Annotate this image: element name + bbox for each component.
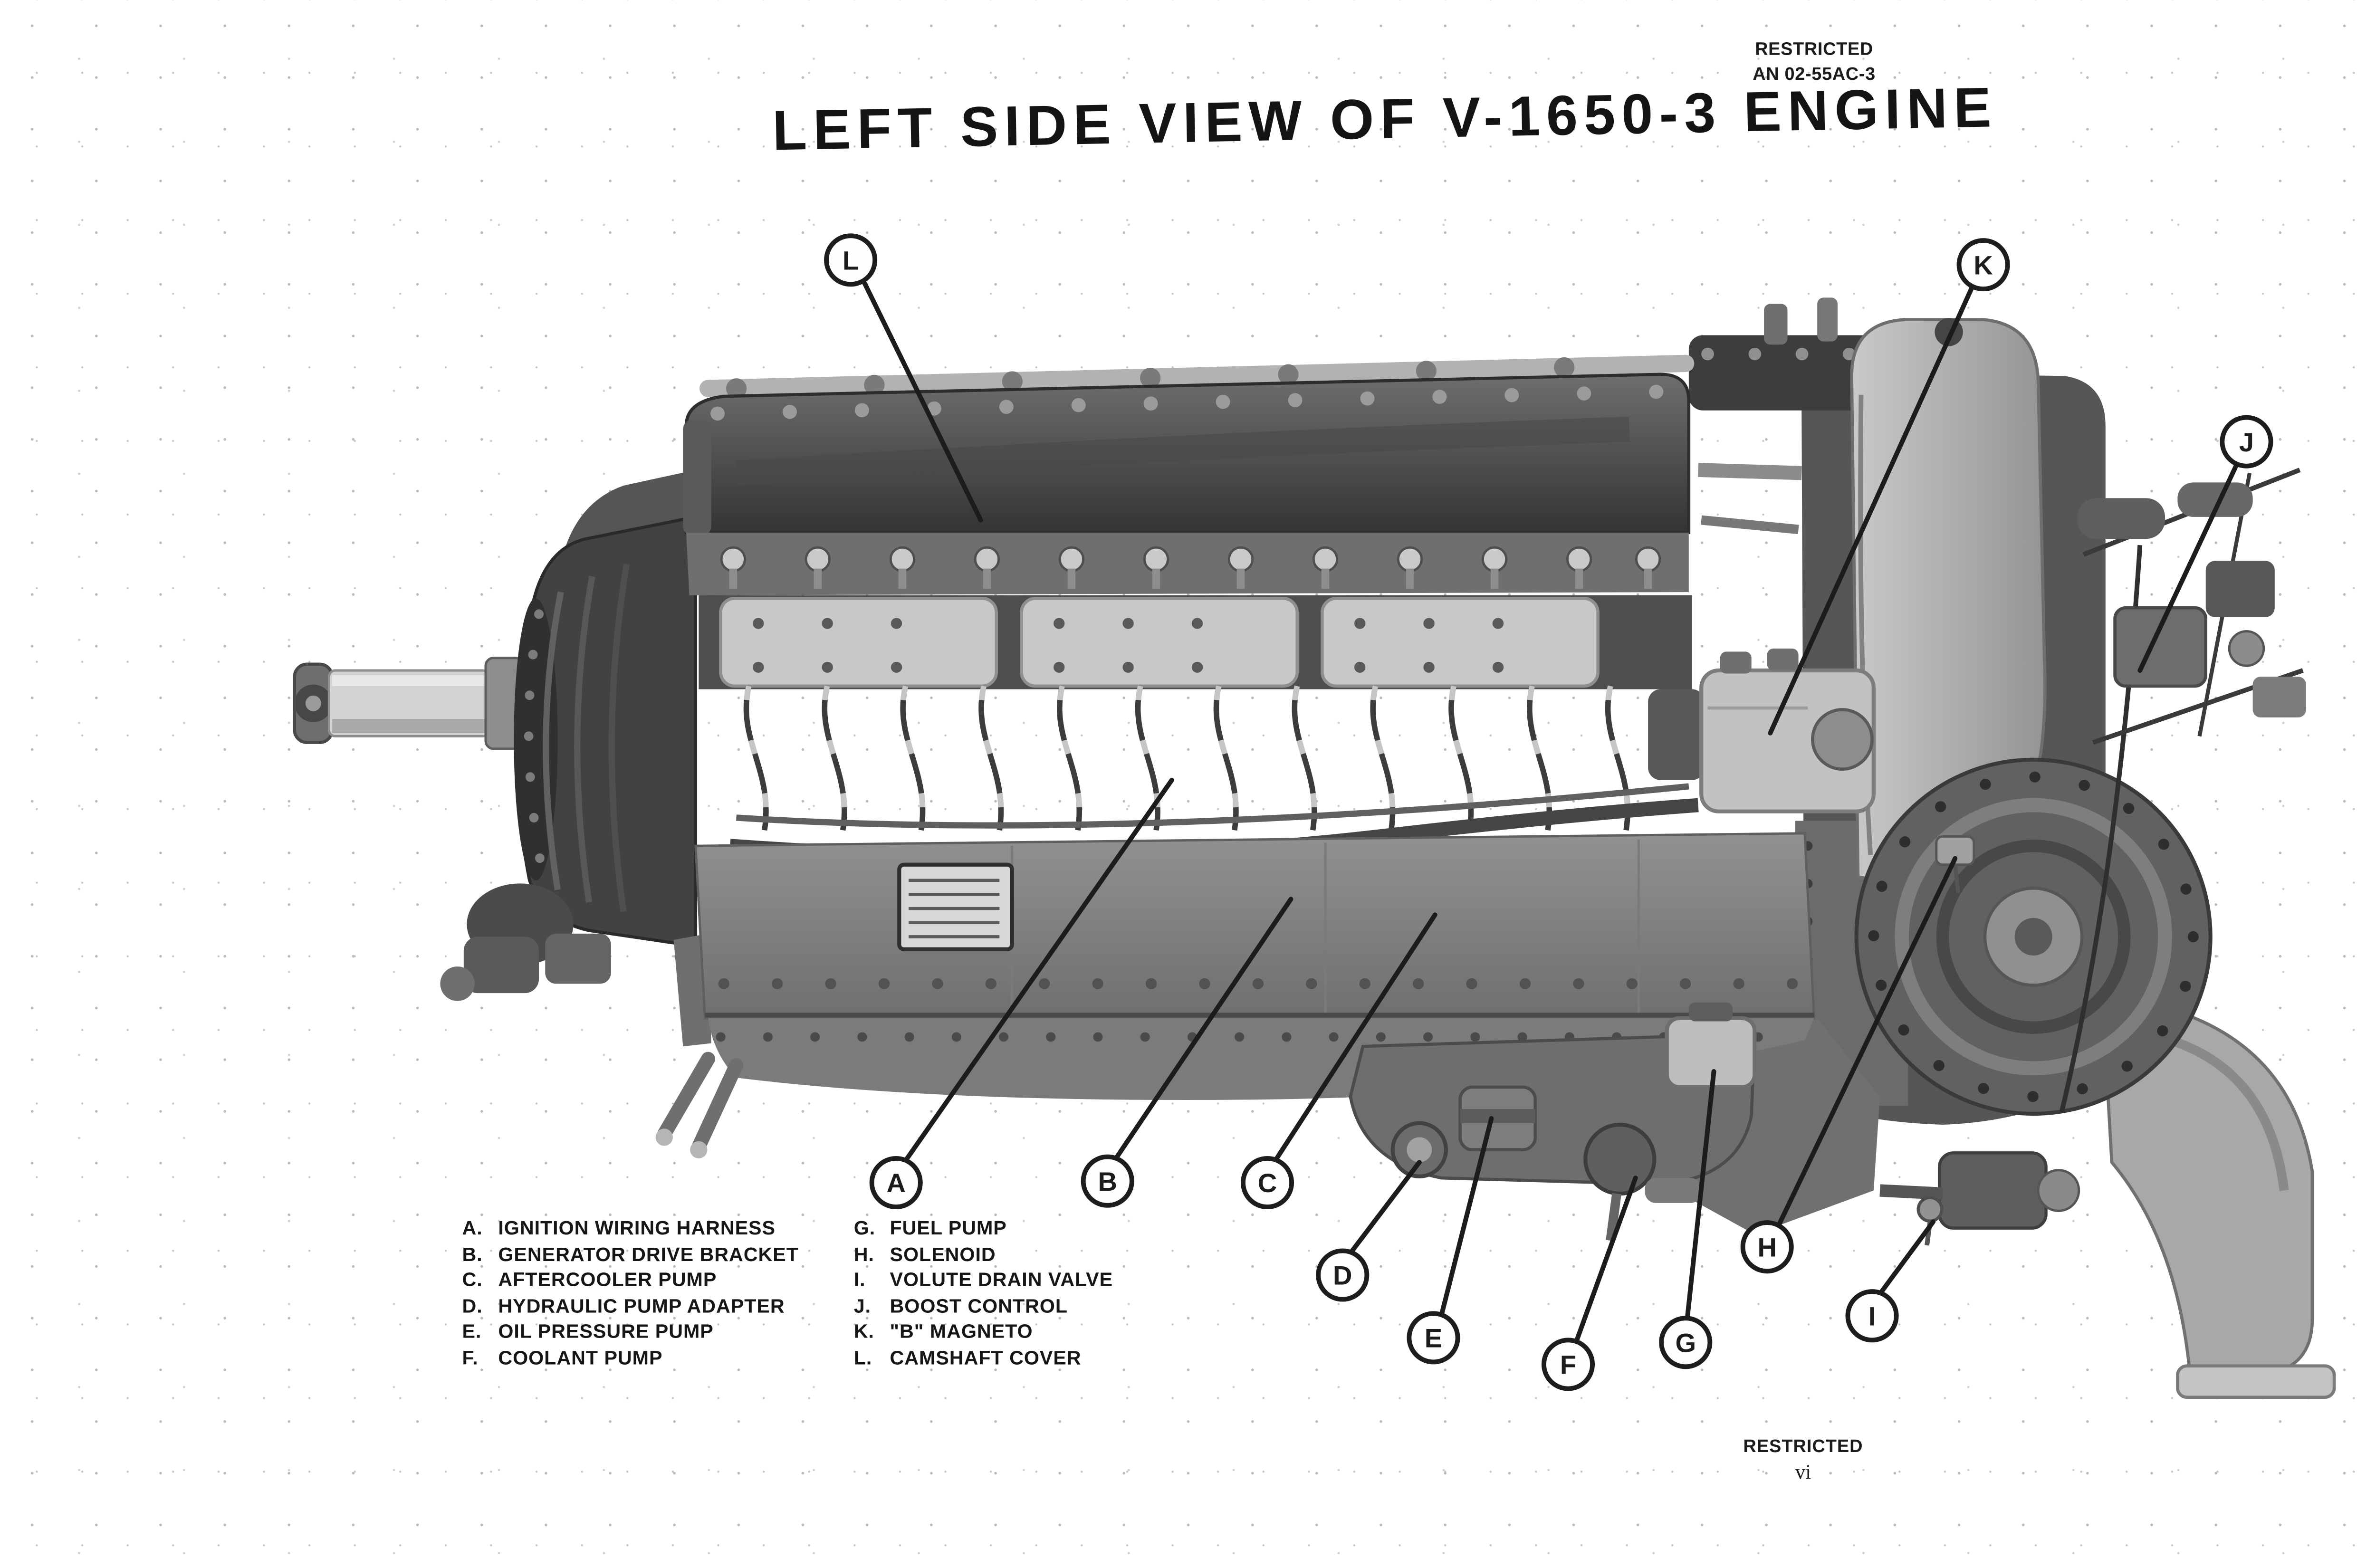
propeller-shaft — [293, 657, 525, 750]
hydraulic-pump-adapter-shape — [1390, 1121, 1448, 1178]
data-plate — [897, 862, 1014, 951]
leader-j — [2137, 461, 2240, 673]
leader-c — [1273, 912, 1437, 1163]
breather-pipe — [1817, 297, 1838, 342]
callouts: A B C D E — [824, 233, 2273, 1391]
callout-letter: G — [1675, 1328, 1696, 1358]
b-magneto-shape — [1648, 648, 1876, 813]
leader-i — [1878, 1219, 1936, 1297]
doc-footer: RESTRICTED vi — [1706, 1438, 1900, 1485]
intake-elbow — [2100, 994, 2314, 1377]
doc-number: AN 02-55AC-3 — [1753, 66, 1876, 85]
leader-d — [1348, 1160, 1422, 1256]
leader-h — [1775, 856, 1958, 1229]
leader-b — [1113, 897, 1293, 1162]
callout-d: D — [1316, 1248, 1370, 1302]
solenoid-shape — [1935, 835, 1975, 893]
callout-f: F — [1541, 1338, 1595, 1391]
classification-top: RESTRICTED — [1755, 40, 1873, 60]
callout-i: I — [1845, 1289, 1899, 1343]
callout-letter: E — [1425, 1323, 1442, 1353]
callout-letter: C — [1258, 1168, 1277, 1198]
ignition-wiring-shape — [729, 686, 1699, 864]
leader-e — [1439, 1116, 1494, 1319]
callout-k: K — [1956, 238, 2010, 292]
callout-g: G — [1659, 1316, 1713, 1369]
breather-pipe — [1764, 304, 1788, 345]
leader-l — [862, 281, 983, 523]
callout-a: A — [869, 1156, 923, 1210]
callout-letter: L — [843, 245, 859, 275]
callout-c: C — [1240, 1156, 1294, 1210]
callout-letter: K — [1974, 250, 1993, 280]
callout-letter: B — [1098, 1166, 1117, 1196]
callout-letter: J — [2239, 427, 2254, 457]
page-number: vi — [1795, 1460, 1811, 1483]
callout-letter: A — [886, 1168, 905, 1198]
reduction-gear-housing — [514, 470, 698, 948]
callout-b: B — [1081, 1154, 1134, 1208]
leader-g — [1685, 1069, 1716, 1321]
plug-band — [686, 532, 1689, 595]
callout-letter: I — [1868, 1301, 1876, 1331]
coolant-pipe — [1701, 515, 1799, 535]
volute-drain-valve-shape — [1916, 1196, 1944, 1246]
leader-f — [1573, 1176, 1638, 1345]
front-accessories — [440, 883, 711, 1047]
callout-e: E — [1407, 1311, 1460, 1365]
doc-header: RESTRICTED AN 02-55AC-3 — [1712, 38, 1916, 88]
drain-pipes — [655, 1052, 744, 1158]
coolant-pipe — [1698, 463, 1802, 480]
callout-letter: D — [1333, 1261, 1352, 1291]
accessory-boss — [2037, 1169, 2080, 1212]
elbow-flange — [2176, 1364, 2336, 1399]
boost-control-shape — [2077, 468, 2306, 745]
accessory-pipe — [1879, 1184, 1943, 1200]
crankcase — [694, 832, 1816, 1020]
accessory-drive-box — [1938, 1151, 2048, 1230]
oil-pressure-pump-shape — [1458, 1085, 1537, 1152]
callout-l: L — [824, 233, 878, 287]
callout-letter: H — [1757, 1232, 1776, 1262]
supercharger-volute — [1854, 757, 2213, 1116]
leader-lines — [862, 281, 2240, 1345]
leader-k — [1768, 284, 1975, 736]
intake-manifold-plates — [719, 597, 1600, 688]
callout-h: H — [1740, 1220, 1794, 1274]
camshaft-cover-shape — [683, 373, 1691, 536]
elbow-shading — [2145, 1029, 2289, 1191]
callout-letter: F — [1560, 1350, 1576, 1380]
classification-bottom: RESTRICTED — [1743, 1438, 1863, 1457]
engine-illustration — [293, 297, 2336, 1399]
callout-j: J — [2220, 415, 2273, 468]
leader-a — [903, 777, 1174, 1163]
